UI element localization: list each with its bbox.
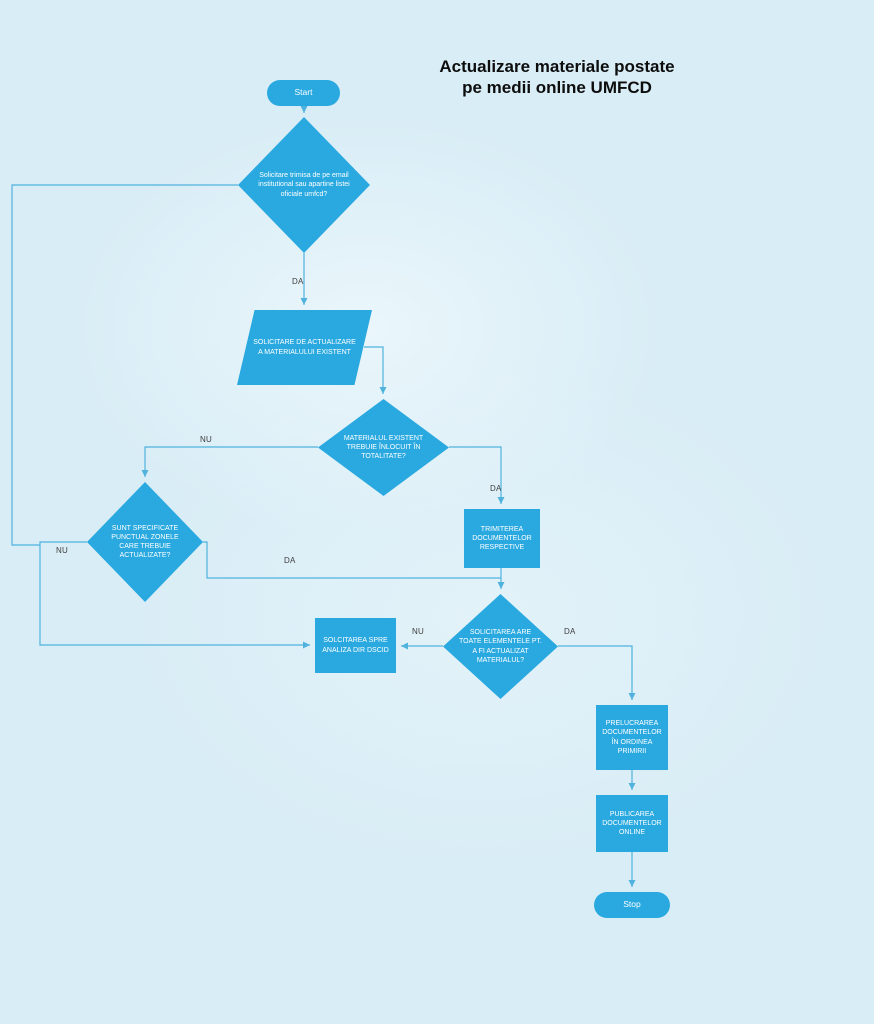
connector-total-replacement-nu-to-zones <box>141 446 318 477</box>
node-io-update-request: SOLICITARE DE ACTUALIZARE A MATERIALULUI… <box>237 310 372 385</box>
diagram-title-line1: Actualizare materiale postate <box>439 57 675 76</box>
node-decision-total-replacement-label: MATERIALUL EXISTENT TREBUIE ÎNLOCUIT ÎN … <box>343 434 424 461</box>
node-process-send-documents: TRIMITEREA DOCUMENTELOR RESPECTIVE <box>464 509 540 568</box>
node-decision-email-check-label: Solicitare trimisa de pe email instituti… <box>258 172 350 198</box>
edge-label-replace-nu: NU <box>200 435 212 444</box>
diagram-title: Actualizare materiale postate pe medii o… <box>396 56 718 99</box>
node-decision-all-elements-label: SOLICITAREA ARE TOATE ELEMENTELE PT. A F… <box>459 629 542 664</box>
connector-zones-nu-to-dscid <box>39 541 310 649</box>
node-io-update-request-label: SOLICITARE DE ACTUALIZARE A MATERIALULUI… <box>253 339 356 356</box>
node-stop-terminal: Stop <box>594 892 670 918</box>
edge-label-elements-da: DA <box>564 627 576 636</box>
node-process-processing-order: PRELUCRAREA DOCUMENTELOR ÎN ORDINEA PRIM… <box>596 705 668 770</box>
node-start-terminal: Start <box>267 80 340 106</box>
edge-label-email-da: DA <box>292 277 304 286</box>
edge-label-elements-nu: NU <box>412 627 424 636</box>
connector-update-request-to-total-replacement <box>364 346 387 394</box>
edge-label-zones-da: DA <box>284 556 296 565</box>
node-process-processing-order-label: PRELUCRAREA DOCUMENTELOR ÎN ORDINEA PRIM… <box>602 720 662 755</box>
edge-label-replace-da: DA <box>490 484 502 493</box>
connector-total-replacement-da-to-send-documents <box>449 446 505 504</box>
connector-email-check-nu-loop <box>11 184 238 546</box>
node-start-label: Start <box>294 87 313 98</box>
node-process-dscid-analysis-label: SOLCITAREA SPRE ANALIZA DIR DSCID <box>322 637 389 654</box>
connector-zones-da-to-all-elements <box>203 541 501 579</box>
diagram-title-line2: pe medii online UMFCD <box>462 78 652 98</box>
node-decision-zones-specified-label: SUNT SPECIFICATE PUNCTUAL ZONELE CARE TR… <box>111 524 179 560</box>
node-stop-label: Stop <box>623 899 641 910</box>
node-process-publish-online-label: PUBLICAREA DOCUMENTELOR ONLINE <box>602 810 662 837</box>
edge-label-zones-nu: NU <box>56 546 68 555</box>
node-process-dscid-analysis: SOLCITAREA SPRE ANALIZA DIR DSCID <box>315 618 396 673</box>
node-process-send-documents-label: TRIMITEREA DOCUMENTELOR RESPECTIVE <box>472 525 532 552</box>
connector-all-elements-da-to-processing <box>558 645 636 700</box>
node-process-publish-online: PUBLICAREA DOCUMENTELOR ONLINE <box>596 795 668 852</box>
